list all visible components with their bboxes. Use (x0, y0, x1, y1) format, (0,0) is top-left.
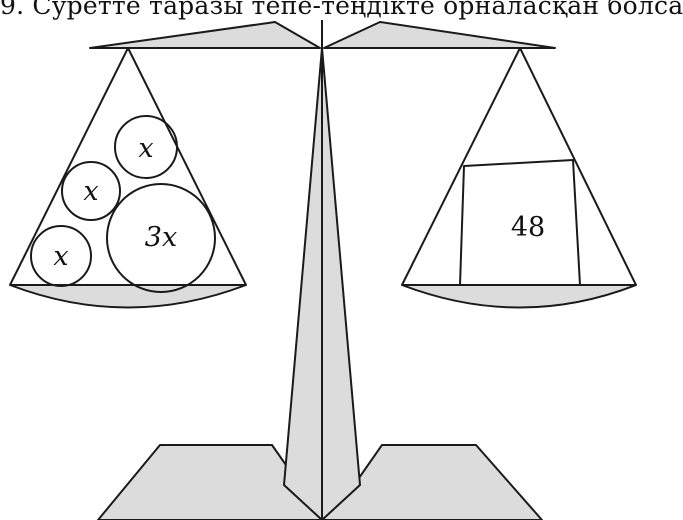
right-pan-string-right (519, 47, 637, 286)
weight-box-48: 48 (459, 159, 581, 286)
scale-beam-left (89, 21, 321, 49)
left-pan-string-left (9, 47, 129, 286)
problem-caption: 9. Суретте таразы тепе-теңдікте орналасқ… (0, 0, 683, 20)
right-pan-string-left (401, 47, 521, 286)
weight-x-bottom: x (30, 225, 92, 287)
weight-x-middle: x (61, 161, 121, 221)
left-pan-dish (9, 284, 247, 309)
balance-scale-diagram: x x x 3x 48 (9, 20, 637, 520)
weight-box-48-label: 48 (511, 212, 545, 243)
weight-x-top-label: x (138, 133, 153, 164)
scale-beam-right (323, 21, 556, 49)
weight-x-top: x (114, 115, 178, 179)
weight-x-middle-label: x (83, 176, 98, 207)
weight-3x: 3x (106, 183, 216, 293)
left-pan-string-right (127, 47, 247, 286)
right-pan-dish (401, 284, 637, 309)
weight-3x-label: 3x (145, 222, 177, 253)
weight-x-bottom-label: x (53, 241, 68, 272)
